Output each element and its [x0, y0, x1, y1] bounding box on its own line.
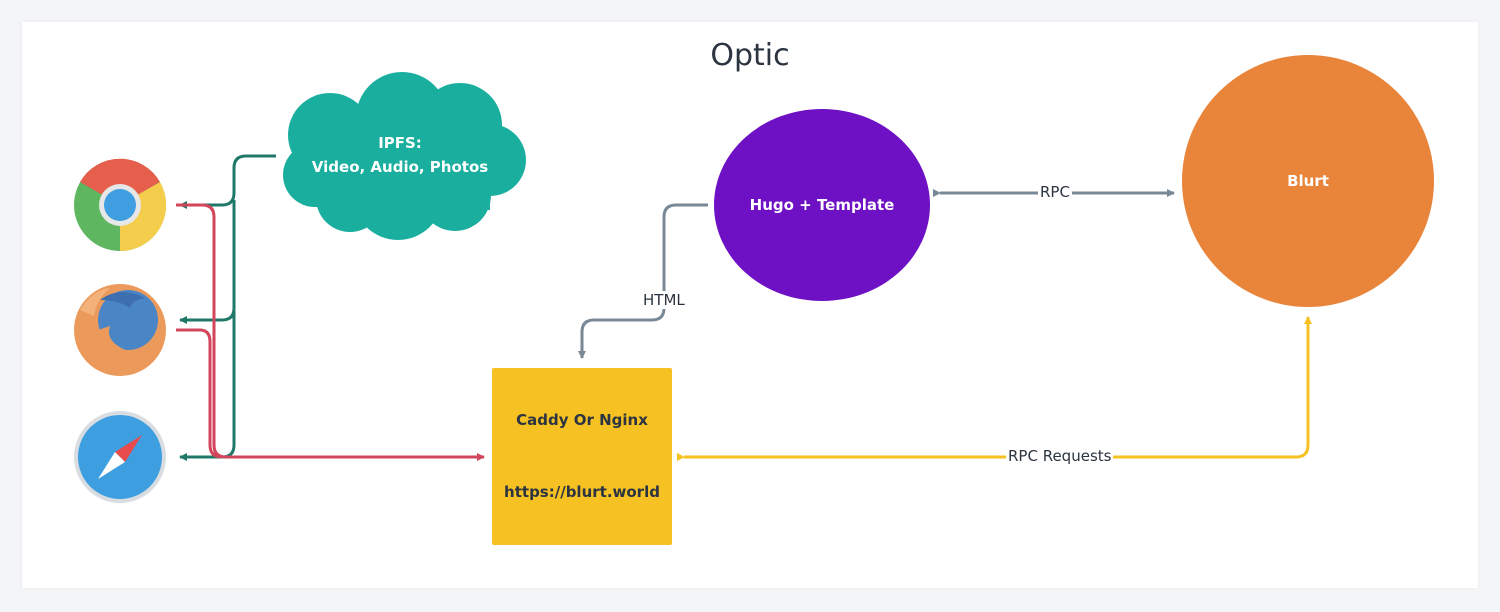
- ipfs-label-line1: IPFS:: [378, 134, 422, 152]
- server-label-url: https://blurt.world: [504, 483, 660, 501]
- blurt-node[interactable]: [1182, 55, 1434, 307]
- blurt-label: Blurt: [1287, 172, 1329, 190]
- diagram-title: Optic: [710, 38, 790, 73]
- server-label-name: Caddy Or Nginx: [516, 411, 648, 429]
- html-edge-label: HTML: [641, 291, 687, 309]
- ipfs-label: IPFS: Video, Audio, Photos: [300, 131, 500, 179]
- ipfs-label-line2: Video, Audio, Photos: [311, 158, 489, 176]
- rpc-edge-label: RPC: [1038, 183, 1072, 201]
- hugo-template-node[interactable]: [714, 109, 930, 301]
- html-edge: [578, 203, 708, 359]
- ipfs-to-browsers-edges: [179, 154, 276, 461]
- firefox-icon[interactable]: [74, 284, 166, 376]
- rpc-requests-edge-label: RPC Requests: [1006, 447, 1114, 465]
- rpc-requests-edge: [677, 316, 1312, 461]
- hugo-template-label: Hugo + Template: [749, 196, 895, 214]
- server-node[interactable]: [492, 368, 672, 545]
- browsers-to-server-edges: [176, 203, 485, 461]
- safari-icon[interactable]: [74, 411, 166, 503]
- ipfs-cloud-node[interactable]: [283, 72, 526, 240]
- chrome-icon[interactable]: [74, 158, 167, 252]
